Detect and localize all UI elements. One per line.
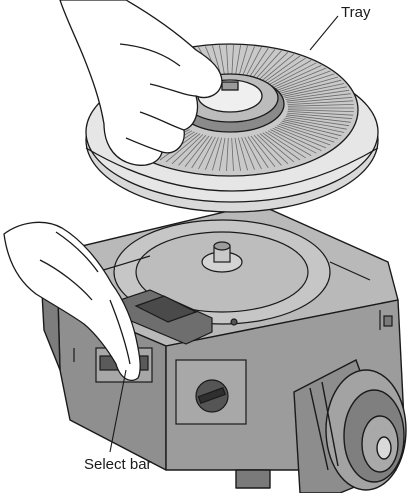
tray-label: Tray <box>341 4 370 21</box>
select-bar-label: Select bar <box>84 456 152 473</box>
tray-leader-line <box>310 16 338 50</box>
